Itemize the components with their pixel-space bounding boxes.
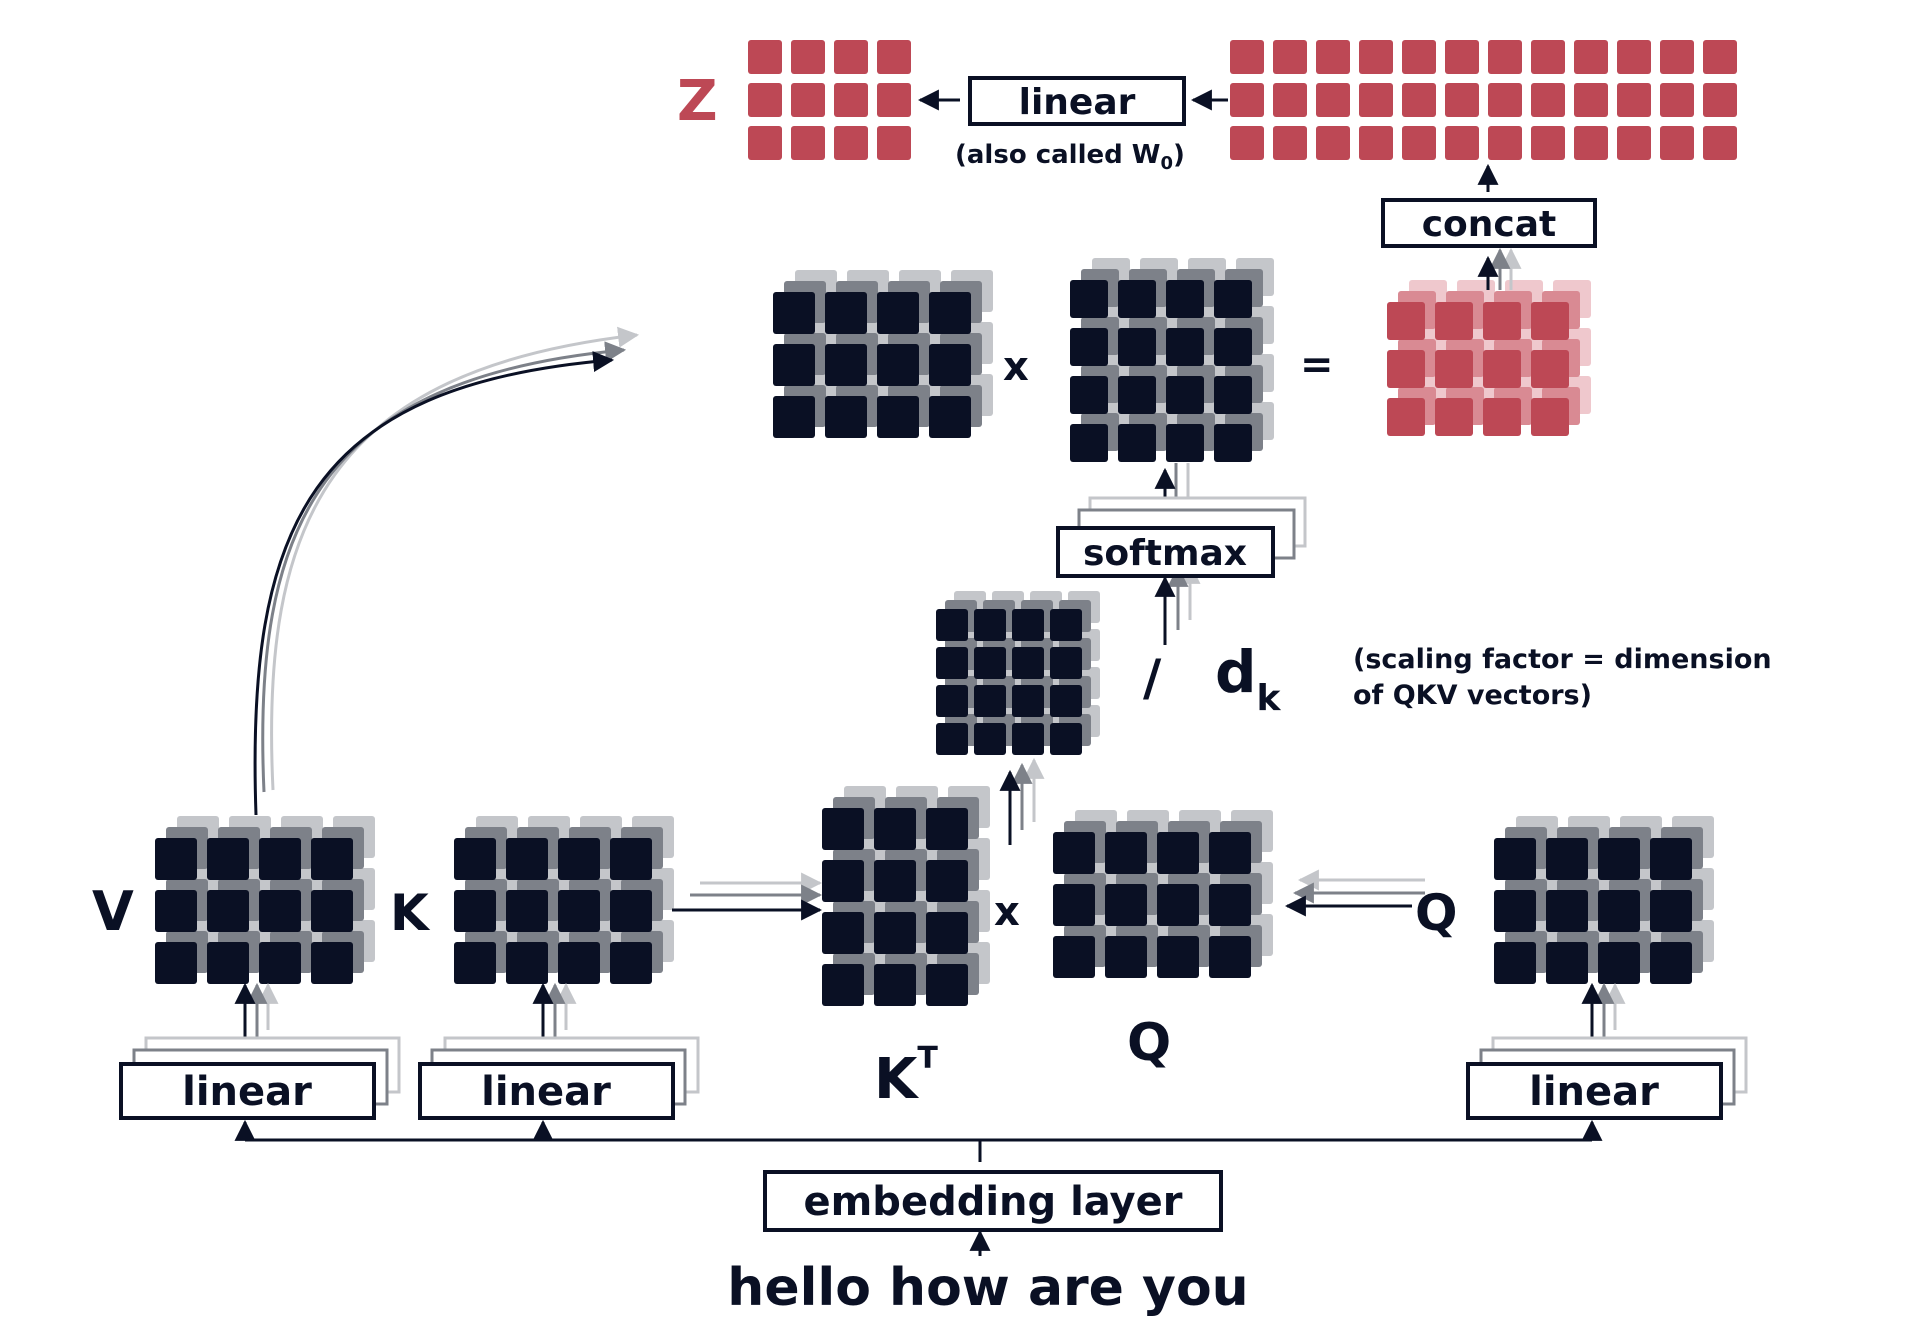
linear-k-label: linear bbox=[481, 1069, 611, 1115]
attention-heads-output bbox=[1387, 280, 1591, 436]
embedding-layer-box: embedding layer bbox=[763, 1170, 1223, 1232]
equals-sign: = bbox=[1300, 342, 1334, 388]
softmax-label: softmax bbox=[1083, 533, 1247, 574]
z-output-matrix bbox=[748, 40, 911, 160]
label-k: K bbox=[390, 884, 431, 942]
linear-v-box: linear bbox=[119, 1036, 401, 1120]
multiply-sign-1: x bbox=[994, 889, 1020, 935]
q-right-matrix bbox=[1494, 816, 1714, 984]
v-matrix bbox=[155, 816, 375, 984]
output-z-label: Z bbox=[677, 69, 718, 134]
scaled-scores-matrix bbox=[936, 591, 1100, 755]
output-linear-label: linear bbox=[1019, 82, 1136, 123]
label-k-transpose: KT bbox=[874, 1041, 938, 1112]
input-sentence: hello how are you bbox=[727, 1258, 1248, 1318]
scaling-note-line2: of QKV vectors) bbox=[1353, 680, 1592, 711]
scaling-note-line1: (scaling factor = dimension bbox=[1353, 644, 1772, 675]
embedding-layer-label: embedding layer bbox=[804, 1179, 1183, 1225]
multiply-sign-2: x bbox=[1003, 344, 1029, 390]
label-dk: dk bbox=[1215, 638, 1282, 719]
output-linear-note: (also called W0) bbox=[955, 140, 1185, 174]
k-matrix bbox=[454, 816, 674, 984]
linear-q-label: linear bbox=[1529, 1069, 1659, 1115]
label-v: V bbox=[92, 880, 134, 943]
concat-label: concat bbox=[1422, 204, 1557, 245]
linear-q-box: linear bbox=[1466, 1036, 1748, 1120]
label-q-center: Q bbox=[1127, 1013, 1171, 1073]
concat-box: concat bbox=[1381, 198, 1597, 248]
k-transpose-matrix bbox=[822, 786, 990, 1006]
softmax-box: softmax bbox=[1056, 496, 1307, 578]
label-q-right: Q bbox=[1415, 884, 1458, 942]
linear-v-label: linear bbox=[182, 1069, 312, 1115]
linear-k-box: linear bbox=[418, 1036, 700, 1120]
concatenated-matrix bbox=[1230, 40, 1737, 160]
v-copy-matrix bbox=[773, 270, 993, 438]
divide-slash: / bbox=[1143, 649, 1162, 707]
connector-lines bbox=[234, 89, 1626, 1256]
softmax-scores-matrix bbox=[1070, 258, 1274, 462]
output-linear-box: linear bbox=[968, 76, 1186, 126]
q-center-matrix bbox=[1053, 810, 1273, 978]
